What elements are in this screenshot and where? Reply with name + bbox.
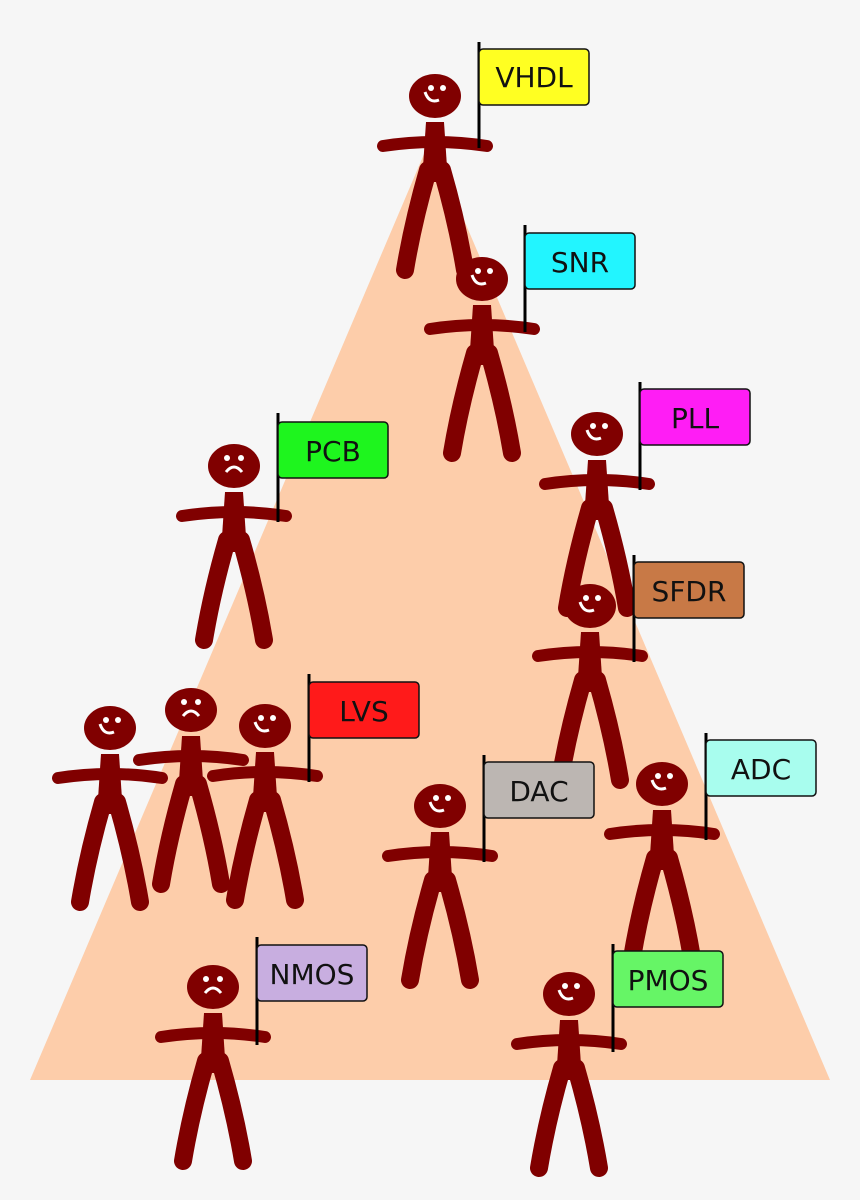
flag-sfdr: SFDR (634, 555, 744, 662)
flag-label: PLL (671, 402, 719, 435)
flag-pll: PLL (640, 382, 750, 490)
flag-label: LVS (339, 695, 388, 728)
flag-label: ADC (731, 753, 791, 786)
flag-label: PCB (305, 435, 361, 468)
flag-label: DAC (509, 775, 568, 808)
flag-label: SFDR (652, 575, 727, 608)
flag-label: SNR (551, 246, 609, 279)
flag-vhdl: VHDL (479, 42, 589, 148)
flag-label: PMOS (628, 964, 709, 997)
flag-snr: SNR (525, 225, 635, 332)
flag-label: VHDL (495, 61, 573, 94)
flag-label: NMOS (270, 958, 355, 991)
flag-adc: ADC (706, 733, 816, 840)
